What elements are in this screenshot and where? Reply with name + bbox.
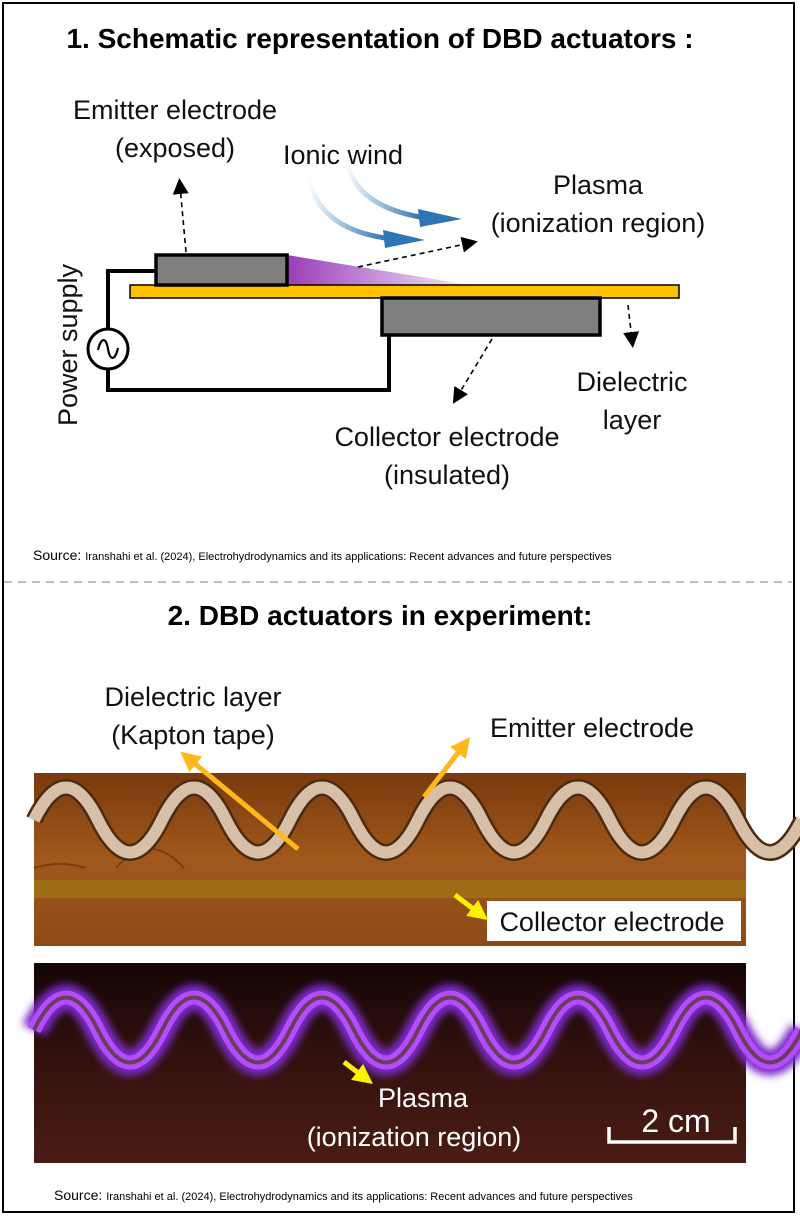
- source-text-2: Iranshahi et al. (2024), Electrohydrodyn…: [106, 1191, 633, 1203]
- source-prefix-1: Source:: [33, 547, 81, 563]
- scale-bar-label: 2 cm: [641, 1103, 710, 1139]
- ionic-wind-arrow-upper: [342, 154, 421, 220]
- section2-title: 2. DBD actuators in experiment:: [168, 600, 593, 631]
- kapton-label-2: (Kapton tape): [111, 720, 275, 750]
- kapton-pointer-arrow: [180, 751, 300, 851]
- emitter-pointer-arrow: [172, 178, 189, 253]
- source-prefix-2: Source:: [54, 1187, 102, 1203]
- emitter-electrode: [154, 253, 289, 287]
- source-line-2: Source: Iranshahi et al. (2024), Electroh…: [54, 1187, 633, 1203]
- emitter-photo-label: Emitter electrode: [490, 713, 694, 743]
- section1-title: 1. Schematic representation of DBD actua…: [66, 23, 693, 54]
- ionic-wind-arrowhead-upper: [418, 209, 462, 227]
- collector-photo-label: Collector electrode: [499, 907, 724, 937]
- ionic-wind-label: Ionic wind: [283, 140, 403, 170]
- dielectric-pointer-arrow: [623, 304, 640, 348]
- wire-top: [106, 269, 156, 328]
- emitter-wave: [28, 781, 800, 859]
- plasma-photo-arrow: [342, 1060, 373, 1085]
- source-line-1: Source: Iranshahi et al. (2024), Electroh…: [33, 547, 612, 563]
- photo-plasma: [22, 963, 800, 1163]
- emitter-trace: [32, 995, 800, 1065]
- collector-strip: [34, 880, 746, 898]
- dielectric-label-2: layer: [603, 405, 662, 435]
- emitter-label-1: Emitter electrode: [73, 95, 277, 125]
- emitter-photo-arrow: [422, 737, 471, 799]
- collector-label-box: [487, 901, 741, 941]
- plasma-photo-label-1: Plasma: [378, 1083, 469, 1113]
- plasma-region: [287, 255, 470, 285]
- sine-wave-icon: [96, 339, 120, 359]
- ionic-wind-arrowhead-lower: [383, 230, 425, 248]
- kapton-label-1: Dielectric layer: [104, 682, 281, 712]
- collector-pointer-arrow: [452, 338, 493, 404]
- plasma-label-1: Plasma: [553, 170, 644, 200]
- collector-photo-arrow: [453, 893, 488, 921]
- emitter-label-2: (exposed): [115, 133, 235, 163]
- ionic-wind-arrow-lower: [305, 175, 386, 241]
- collector-label-1: Collector electrode: [334, 422, 559, 452]
- source-text-1: Iranshahi et al. (2024), Electrohydrodyn…: [85, 551, 612, 563]
- plasma-pointer-arrow: [357, 236, 478, 268]
- collector-electrode: [380, 296, 602, 337]
- plasma-photo-label-2: (ionization region): [307, 1122, 522, 1152]
- collector-label-2: (insulated): [384, 460, 510, 490]
- dielectric-label-1: Dielectric: [576, 367, 687, 397]
- scale-bar: [607, 1127, 737, 1144]
- power-supply-label: Power supply: [53, 263, 83, 426]
- dielectric-layer: [129, 284, 680, 299]
- plasma-label-2: (ionization region): [491, 208, 706, 238]
- wire-bottom: [106, 335, 391, 392]
